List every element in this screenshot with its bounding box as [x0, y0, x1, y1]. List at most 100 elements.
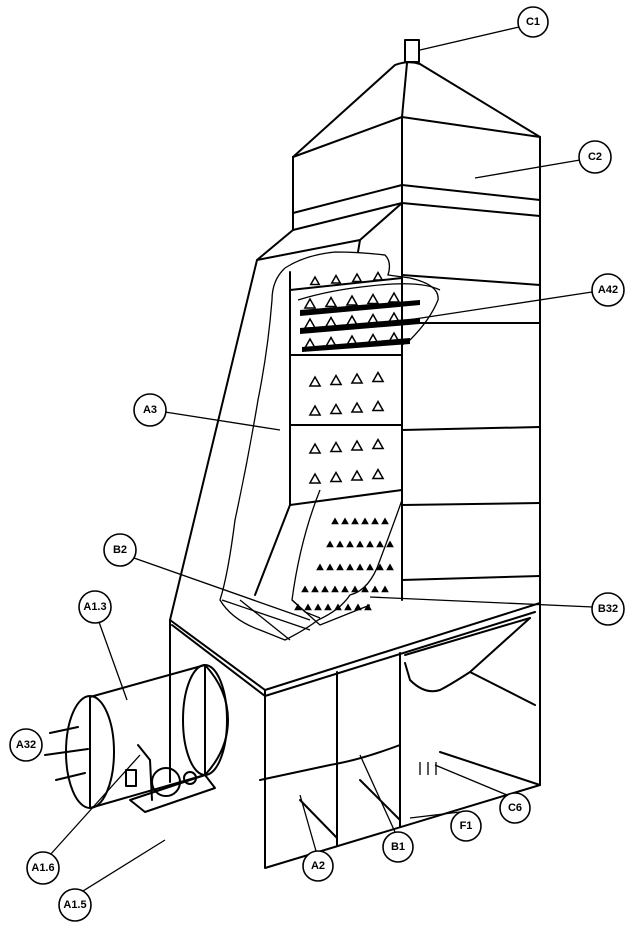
media-triangle — [326, 563, 334, 571]
media-triangle — [304, 603, 312, 611]
label-a1-6: A1.6 — [26, 851, 60, 885]
label-b32: B32 — [591, 592, 625, 626]
media-triangle — [350, 372, 364, 384]
fan-inlet-cylinder — [44, 664, 229, 813]
media-triangle — [308, 404, 322, 416]
media-triangle — [329, 440, 343, 453]
label-a32: A32 — [9, 728, 43, 762]
media-triangle — [301, 585, 309, 593]
media-triangle — [336, 563, 344, 571]
media-triangle — [350, 401, 364, 413]
media-triangle — [350, 469, 364, 481]
label-a2: A2 — [302, 850, 334, 882]
media-triangles — [294, 270, 401, 611]
media-triangle — [387, 291, 401, 303]
media-triangle — [326, 540, 334, 548]
svg-text:B32: B32 — [598, 603, 618, 615]
label-c2: C2 — [578, 140, 612, 174]
media-triangle — [344, 603, 352, 611]
label-a3: A3 — [133, 393, 167, 427]
media-triangle — [371, 399, 385, 412]
label-c6: C6 — [499, 792, 531, 824]
media-triangle — [329, 402, 343, 415]
media-triangle — [308, 472, 322, 484]
media-triangle — [376, 563, 384, 571]
media-triangle — [324, 603, 332, 611]
media-triangle — [303, 297, 317, 309]
svg-text:C6: C6 — [508, 802, 522, 814]
media-triangle — [329, 470, 343, 483]
media-triangle — [324, 335, 338, 348]
media-triangle — [331, 517, 339, 525]
media-triangle — [321, 585, 329, 593]
svg-text:A32: A32 — [16, 739, 36, 751]
media-triangle — [354, 603, 362, 611]
media-triangle — [381, 517, 389, 525]
media-triangle — [341, 585, 349, 593]
media-triangle — [308, 375, 322, 387]
media-triangle — [361, 585, 369, 593]
media-triangle — [331, 585, 339, 593]
media-triangle — [346, 563, 354, 571]
media-triangle — [345, 334, 359, 346]
media-triangle — [345, 314, 359, 326]
svg-text:A1.6: A1.6 — [31, 862, 54, 874]
media-triangle — [386, 563, 394, 571]
media-triangle — [381, 585, 389, 593]
svg-text:A2: A2 — [311, 860, 325, 872]
media-triangle — [346, 540, 354, 548]
media-triangle — [372, 270, 384, 281]
media-triangle — [316, 563, 324, 571]
media-triangle — [356, 540, 364, 548]
label-c1: C1 — [517, 6, 549, 38]
media-triangle — [329, 373, 343, 386]
media-triangle — [311, 585, 319, 593]
svg-text:A1.3: A1.3 — [83, 601, 106, 613]
media-triangle — [361, 517, 369, 525]
media-triangle — [376, 540, 384, 548]
svg-text:F1: F1 — [460, 820, 473, 832]
svg-text:A42: A42 — [598, 284, 618, 296]
media-triangle — [336, 540, 344, 548]
media-triangle — [303, 337, 317, 349]
leader-lines — [49, 26, 594, 892]
media-triangle — [371, 467, 385, 480]
svg-text:B1: B1 — [391, 841, 405, 853]
media-triangle — [371, 585, 379, 593]
label-f1: F1 — [450, 810, 482, 842]
media-triangle — [371, 370, 385, 383]
media-triangle — [351, 517, 359, 525]
label-a42: A42 — [591, 273, 625, 307]
svg-text:A1.5: A1.5 — [63, 899, 86, 911]
media-triangle — [366, 332, 380, 345]
media-triangle — [371, 517, 379, 525]
inlet-column — [169, 251, 441, 641]
media-triangle — [345, 294, 359, 306]
media-triangle — [364, 603, 372, 611]
svg-text:A3: A3 — [143, 404, 157, 416]
media-triangle — [351, 272, 363, 283]
media-triangle — [330, 273, 342, 284]
media-triangle — [371, 437, 385, 450]
media-triangle — [350, 439, 364, 451]
media-triangle — [366, 312, 380, 325]
label-b2: B2 — [103, 533, 137, 567]
media-triangle — [351, 585, 359, 593]
media-triangle — [303, 317, 317, 329]
media-triangle — [366, 563, 374, 571]
media-triangle — [387, 331, 401, 343]
media-triangle — [334, 603, 342, 611]
top-outlet — [292, 39, 541, 158]
svg-text:B2: B2 — [113, 544, 127, 556]
media-triangle — [356, 563, 364, 571]
svg-text:C2: C2 — [588, 151, 602, 163]
media-triangle — [366, 540, 374, 548]
media-triangle — [366, 292, 380, 305]
media-triangle — [294, 603, 302, 611]
media-triangle — [314, 603, 322, 611]
media-triangle — [324, 315, 338, 328]
label-a1-5: A1.5 — [58, 888, 92, 922]
media-triangle — [341, 517, 349, 525]
